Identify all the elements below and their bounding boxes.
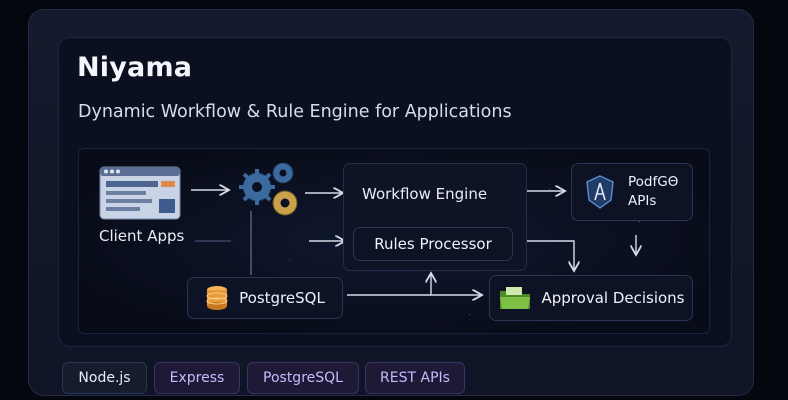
postgresql-label: PostgreSQL	[239, 289, 325, 307]
chip-express: Express	[154, 362, 240, 394]
star-dot	[469, 314, 470, 315]
pod-line2: APIs	[628, 193, 657, 209]
workflow-engine-label: Workflow Engine	[362, 185, 488, 203]
star-dot	[289, 259, 290, 260]
rules-processor-node: Rules Processor	[353, 227, 513, 261]
browser-window-icon	[99, 165, 181, 221]
client-apps-label: Client Apps	[99, 227, 185, 245]
architecture-diagram: Client Apps Workflow Engine Rules Proces…	[78, 148, 710, 334]
chip-rest-apis: REST APIs	[365, 362, 465, 394]
postgresql-node: PostgreSQL	[187, 277, 343, 319]
star-dot	[639, 221, 640, 222]
chip-postgresql: PostgreSQL	[247, 362, 359, 394]
pod-apis-node: PodfGΘ APIs	[571, 163, 693, 221]
rules-processor-label: Rules Processor	[374, 235, 492, 253]
star-dot	[549, 189, 550, 190]
gears-icon	[235, 157, 305, 223]
approval-decisions-label: Approval Decisions	[541, 289, 685, 307]
page-title: Niyama	[77, 52, 193, 83]
shield-icon	[586, 175, 614, 209]
page-subtitle: Dynamic Workflow & Rule Engine for Appli…	[78, 102, 512, 122]
chip-nodejs: Node.js	[62, 362, 147, 394]
approval-decisions-node: Approval Decisions	[489, 275, 693, 321]
pod-line1: PodfGΘ	[628, 174, 679, 190]
database-icon	[206, 286, 228, 310]
folder-icon	[499, 287, 530, 309]
